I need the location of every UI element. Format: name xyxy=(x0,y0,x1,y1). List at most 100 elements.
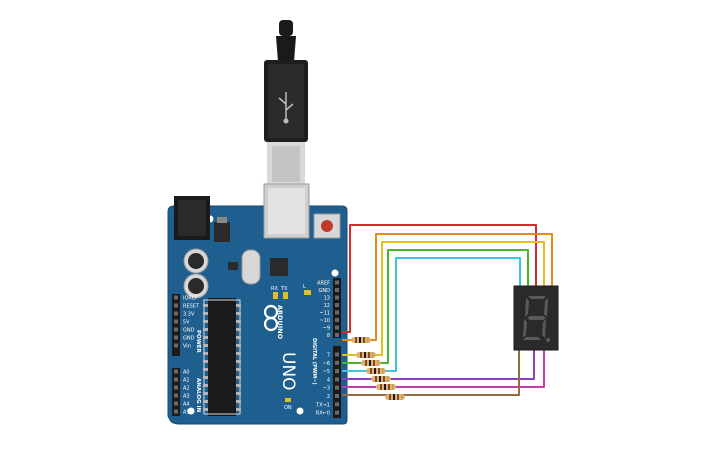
header-pin[interactable] xyxy=(335,394,339,398)
capacitor xyxy=(183,248,209,274)
pin-label: A4 xyxy=(183,402,190,408)
pin-label: ~10 xyxy=(319,318,330,324)
mount-hole xyxy=(331,269,339,277)
pin-label: 12 xyxy=(324,303,330,309)
atmega-chip xyxy=(208,298,236,416)
header-pin[interactable] xyxy=(335,377,339,382)
pin-label: ~3 xyxy=(323,386,330,392)
pin-label: A1 xyxy=(183,378,190,384)
usb-cable[interactable] xyxy=(264,20,308,186)
model-label: UNO xyxy=(278,352,298,391)
header-pin[interactable] xyxy=(335,360,339,365)
header-pin[interactable] xyxy=(335,410,339,415)
header-pin[interactable] xyxy=(335,352,339,357)
resistor xyxy=(351,337,371,343)
header-pin[interactable] xyxy=(174,377,178,382)
wire-purple xyxy=(342,350,535,380)
header-pin[interactable] xyxy=(335,325,339,330)
rx-label: RX xyxy=(271,286,278,292)
header-pin[interactable] xyxy=(335,288,339,292)
resistor xyxy=(361,360,381,366)
pin-label: 8 xyxy=(327,333,330,339)
resistors[interactable] xyxy=(351,337,405,400)
pin-label: TX→1 xyxy=(315,402,330,408)
header-pin[interactable] xyxy=(335,280,339,285)
l-led xyxy=(304,290,311,295)
header-pin[interactable] xyxy=(174,311,178,316)
voltage-regulator xyxy=(214,222,230,242)
pin-label: RESET xyxy=(183,304,200,310)
capacitor xyxy=(183,273,209,299)
pin-label: ~5 xyxy=(323,369,330,375)
display-segments xyxy=(523,296,550,342)
header-pin[interactable] xyxy=(174,335,178,340)
header-pin[interactable] xyxy=(174,295,178,300)
usb-chip xyxy=(270,258,288,276)
digital-section-label: DIGITAL (PWM~) xyxy=(311,338,317,385)
resistor xyxy=(385,394,405,400)
rx-led xyxy=(273,292,278,299)
header-pin[interactable] xyxy=(174,393,178,398)
wire-green xyxy=(342,249,529,364)
header-pin[interactable] xyxy=(335,303,339,307)
l-label: L xyxy=(303,284,306,290)
header-pin[interactable] xyxy=(174,327,178,332)
on-label: ON xyxy=(284,405,292,411)
pin-label: RX←0 xyxy=(316,411,330,417)
header-pin[interactable] xyxy=(174,343,178,348)
tx-label: TX xyxy=(280,286,288,292)
wire-red xyxy=(342,224,537,333)
pin-label: A5 xyxy=(183,410,190,416)
on-led xyxy=(285,398,291,402)
header-pin[interactable] xyxy=(335,369,339,374)
pin-label: 2 xyxy=(327,394,330,400)
header-pin[interactable] xyxy=(335,318,339,322)
pin-label: 13 xyxy=(324,296,330,302)
header-pin[interactable] xyxy=(174,385,178,390)
seven-segment-display[interactable]: 8. xyxy=(513,285,559,351)
crystal-oscillator xyxy=(241,249,261,285)
tx-led xyxy=(283,292,288,299)
header-pin[interactable] xyxy=(174,409,178,414)
resistor xyxy=(376,384,396,390)
pin-label: Vin xyxy=(183,344,191,350)
resistor xyxy=(356,352,376,358)
pin-label: A3 xyxy=(183,394,190,400)
analog-section-label: ANALOG IN xyxy=(195,378,201,413)
digital-header-top xyxy=(333,278,341,338)
resistor xyxy=(371,376,391,382)
mount-hole xyxy=(296,407,304,415)
header-pin[interactable] xyxy=(174,401,178,406)
pin-label: 5V xyxy=(183,320,190,326)
arduino-logo xyxy=(263,304,279,332)
header-pin[interactable] xyxy=(174,319,178,324)
analog-header xyxy=(172,368,180,416)
power-pin-list: IOREF RESET 3.3V 5V GND GND Vin xyxy=(174,295,200,350)
chip-pins xyxy=(203,304,241,411)
pin-label: A0 xyxy=(183,370,190,376)
power-header xyxy=(172,294,180,356)
header-pin[interactable] xyxy=(335,333,339,337)
pin-label: GND xyxy=(183,336,195,342)
pin-label: AREF xyxy=(317,281,330,287)
header-pin[interactable] xyxy=(174,369,178,374)
mount-hole xyxy=(187,407,195,415)
usb-symbol-icon xyxy=(278,92,294,124)
arduino-uno-board[interactable]: RX TX L ARDUINO UNO ON POWER xyxy=(167,183,348,425)
pin-label: GND xyxy=(319,288,331,294)
pin-label: IOREF xyxy=(183,296,198,302)
pin-label: ~9 xyxy=(323,326,330,332)
header-pin[interactable] xyxy=(335,310,339,315)
header-pin[interactable] xyxy=(174,303,178,308)
pin-label: 3.3V xyxy=(183,312,195,318)
header-pin[interactable] xyxy=(335,295,339,300)
header-pin[interactable] xyxy=(335,385,339,390)
header-pin[interactable] xyxy=(335,402,339,407)
pin-label: GND xyxy=(183,328,195,334)
wire-magenta xyxy=(342,350,545,388)
resistor xyxy=(366,368,386,374)
pin-label: 7 xyxy=(327,353,330,359)
